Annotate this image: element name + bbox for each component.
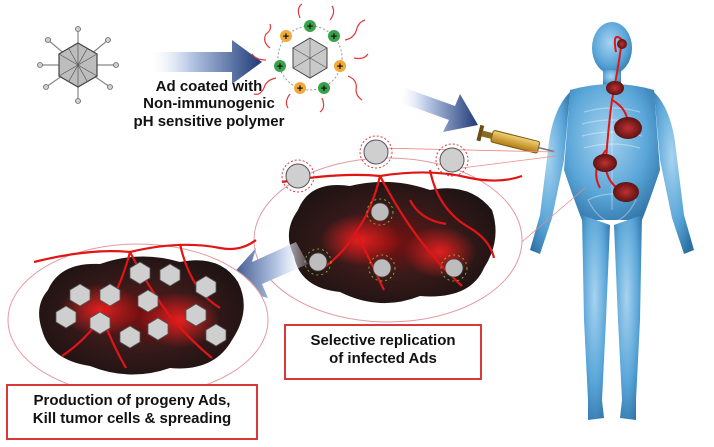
arrow-coating [150,40,262,84]
arrow-injection [399,88,478,132]
coated-ads-on-vessel [281,135,469,193]
coating-caption-line-2: Non-immunogenic [143,95,275,113]
syringe-icon [476,124,555,154]
svg-text:+: + [307,21,313,33]
progeny-tumor-panel [7,239,269,397]
human-body-figure [530,22,694,420]
svg-text:+: + [297,83,303,95]
svg-text:+: + [321,83,327,95]
coating-caption: Ad coated with Non-immunogenic pH sensit… [120,78,298,130]
replication-caption-box: Selective replication of infected Ads [284,324,482,380]
svg-text:+: + [283,31,289,43]
svg-text:+: + [337,61,343,73]
infected-tumor-panel [253,135,523,323]
coated-adenovirus-icon: + + + + + + + [251,3,369,113]
coating-caption-line-1: Ad coated with [155,78,263,95]
adenovirus-icon [37,26,119,104]
production-caption-line-1: Production of progeny Ads, [33,392,231,409]
replication-caption-line-2: of infected Ads [329,350,437,367]
svg-text:+: + [277,61,283,73]
production-caption-line-2: Kill tumor cells & spreading [32,410,232,427]
progeny-ads-cluster [55,261,227,349]
production-caption-box: Production of progeny Ads, Kill tumor ce… [6,384,258,440]
svg-text:+: + [331,31,337,43]
coating-caption-line-3: pH sensitive polymer [133,112,285,130]
replication-caption-line-1: Selective replication [310,332,456,349]
